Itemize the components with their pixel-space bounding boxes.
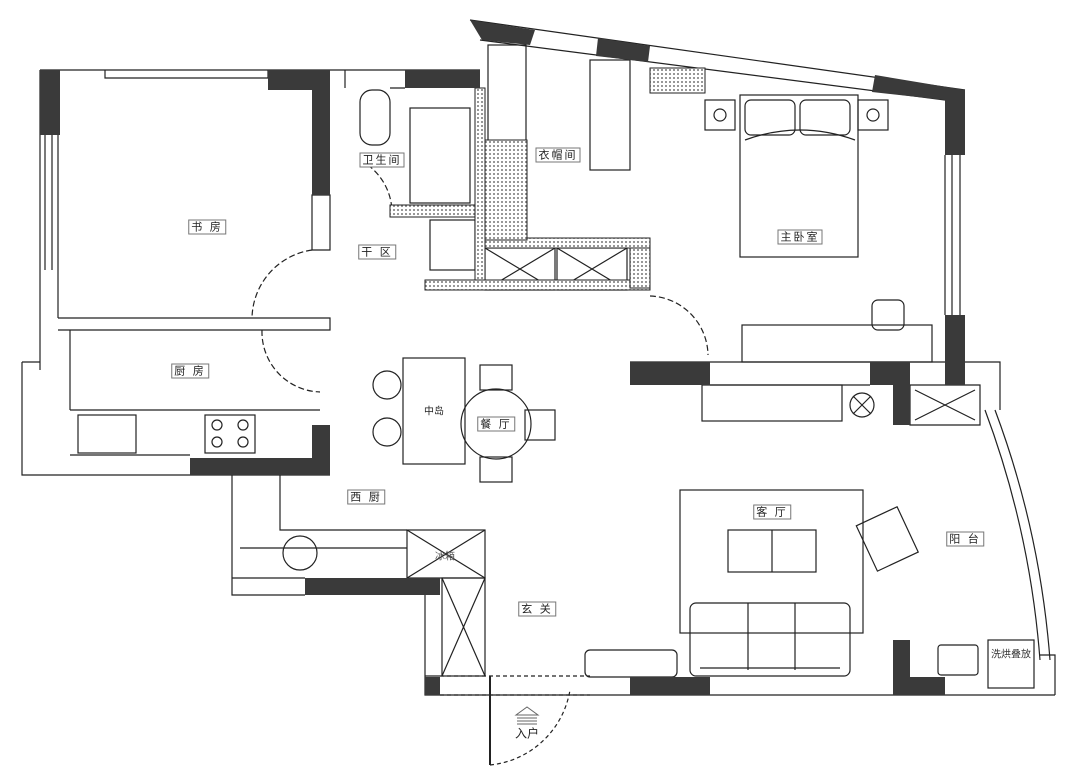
floor-lamp: [849, 392, 875, 418]
window-bedroom-east: [944, 155, 961, 315]
bed: [739, 94, 859, 258]
kitchen-island: [402, 357, 466, 465]
label-study: 书 房: [188, 219, 226, 235]
label-fridge: 冰箱: [435, 551, 455, 563]
label-bathroom: 卫生间: [359, 152, 405, 168]
label-entrance: 入户: [514, 726, 540, 741]
entrance-icon: [514, 706, 540, 725]
shower: [409, 107, 471, 204]
nightstand-left: [704, 99, 736, 131]
laundry-sink: [937, 644, 979, 676]
door-swing: [251, 159, 709, 393]
kitchen-outline: [69, 330, 320, 456]
balcony-curve: [984, 409, 1051, 661]
armchair: [855, 505, 920, 572]
label-dining: 餐 厅: [477, 416, 515, 432]
west-kitchen-outline: [231, 475, 407, 596]
bedroom-chair: [871, 299, 905, 331]
wardrobe-2: [589, 59, 631, 171]
label-balcony: 阳 台: [946, 531, 984, 547]
sofa: [689, 602, 851, 677]
label-dry-area: 干 区: [358, 244, 396, 260]
label-master-bedroom: 主卧室: [777, 229, 823, 245]
rug: [679, 489, 864, 634]
label-living-room: 客 厅: [753, 504, 791, 520]
dining-table: [460, 388, 532, 460]
label-laundry: 洗烘叠放: [991, 649, 1031, 661]
ottoman: [584, 649, 678, 678]
window-study: [44, 70, 269, 270]
label-island: 中岛: [424, 406, 444, 418]
label-western-kitchen: 西 厨: [347, 489, 385, 505]
stove: [204, 414, 256, 454]
walls: [40, 20, 965, 695]
nightstand-right: [857, 99, 889, 131]
sink: [429, 219, 476, 271]
label-foyer: 玄 关: [518, 601, 556, 617]
wall-outline-west: [21, 69, 331, 476]
label-kitchen: 厨 房: [171, 363, 209, 379]
kitchen-sink: [77, 414, 137, 454]
desk: [741, 324, 933, 363]
tv-cabinet: [701, 384, 843, 422]
toilet: [359, 89, 391, 146]
label-walk-in-closet: 衣帽间: [535, 147, 581, 163]
washer-dryer: [987, 639, 1035, 689]
